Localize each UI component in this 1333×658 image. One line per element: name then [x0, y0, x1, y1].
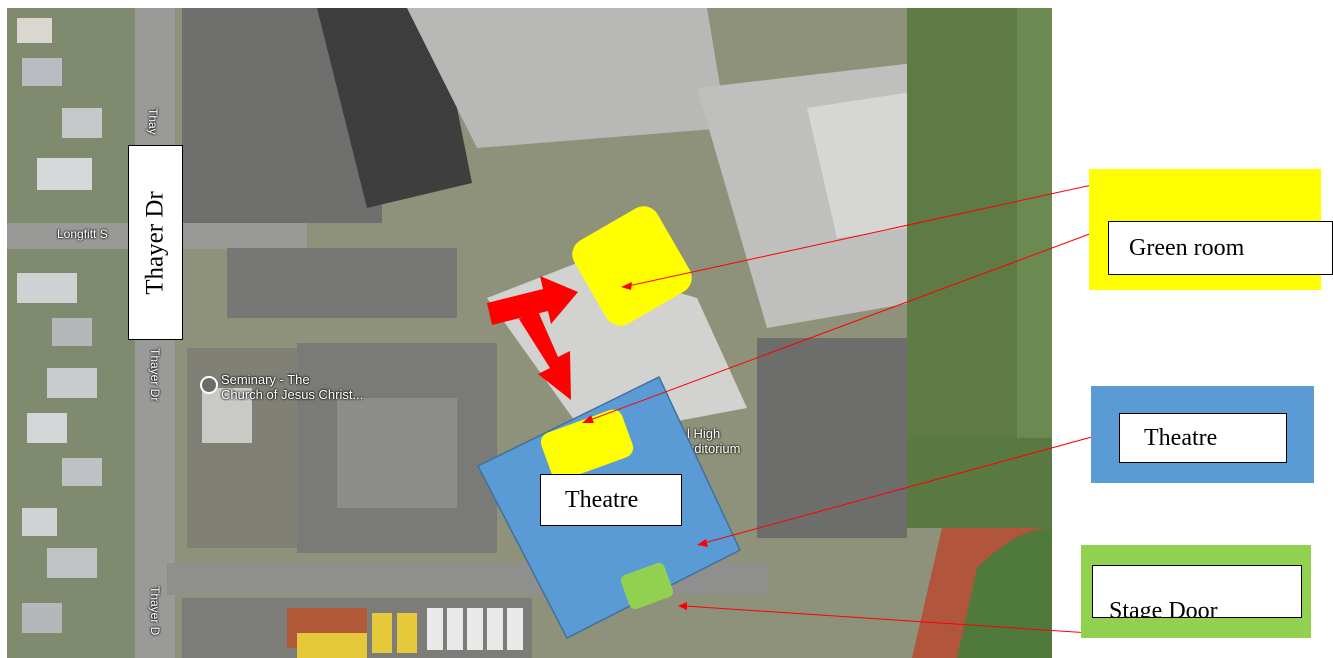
legend-green-room-label: Green room — [1108, 221, 1333, 275]
theatre-map-label-text: Theatre — [565, 486, 639, 513]
arrow-right-icon — [487, 276, 578, 325]
leader-arrowhead-green-room — [621, 282, 632, 290]
legend-theatre-text: Theatre — [1144, 424, 1218, 451]
theatre-map-label: Theatre — [540, 474, 682, 526]
thayer-dr-callout-text: Thayer Dr — [141, 190, 169, 295]
poi-seminary-line1: Seminary - The — [221, 372, 310, 387]
green-room-stage — [540, 409, 634, 481]
arrow-down-icon — [519, 309, 571, 400]
green-room-main — [572, 206, 692, 326]
thayer-dr-callout: Thayer Dr — [128, 145, 183, 340]
poi-seminary-line2: Church of Jesus Christ... — [221, 387, 364, 402]
leader-arrowhead-green-room-stage — [582, 415, 594, 423]
legend-stage-door-label: Stage Door — [1092, 565, 1302, 618]
legend-green-room-text: Green room — [1129, 234, 1245, 261]
poi-auditorium-line2: uditorium — [687, 441, 741, 456]
poi-auditorium-line1: l High — [687, 426, 721, 441]
leader-line-green-room — [627, 179, 1116, 287]
street-label-longfitt: Longfitt S — [57, 227, 108, 241]
leader-arrowhead-stage-door — [678, 602, 687, 610]
poi-seminary: Seminary - The Church of Jesus Christ... — [221, 372, 363, 402]
leader-line-theatre — [703, 431, 1111, 544]
leader-line-stage-door — [684, 605, 1091, 634]
place-pin-icon — [200, 376, 218, 394]
leader-line-green-room-stage — [589, 231, 1096, 421]
stage-door-area — [620, 562, 674, 610]
poi-auditorium: l High uditorium — [687, 426, 740, 456]
legend-stage-door-text: Stage Door — [1109, 598, 1218, 618]
legend-theatre-label: Theatre — [1119, 413, 1287, 463]
leader-arrowhead-theatre — [697, 539, 708, 547]
